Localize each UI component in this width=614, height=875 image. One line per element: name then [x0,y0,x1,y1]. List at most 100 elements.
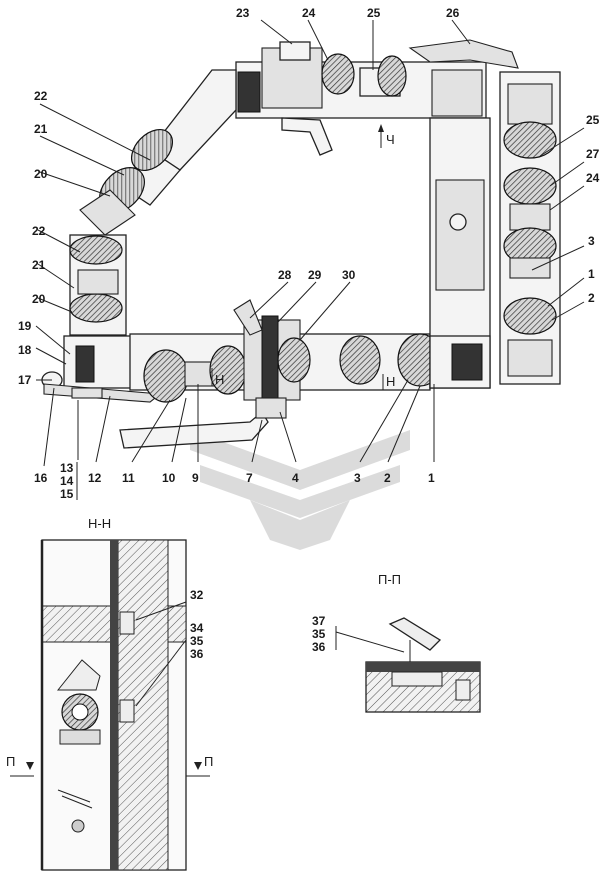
section-title-hh: Н-Н [88,516,111,531]
section-pp-lever [388,617,442,651]
label-11: 11 [122,471,135,485]
section-hh-roller-core [71,703,89,721]
leader-lines [35,19,585,467]
side-insert-3 [509,257,551,279]
side-block-bottom [507,339,553,377]
label-16: 16 [34,471,48,485]
left-insert-21 [77,269,119,295]
label-10: 10 [162,471,176,485]
side-insert-24 [509,203,551,231]
label-3-bottom: 3 [354,471,361,485]
label-24-top: 24 [302,6,316,20]
label-26: 26 [446,6,460,20]
part-29-bolt [261,315,279,407]
right-frame-panel [435,179,485,291]
label-27: 27 [586,147,600,161]
label-24-side: 24 [586,171,600,185]
label-20-upper: 20 [34,167,48,181]
part-23-cap [279,41,311,61]
label-23: 23 [236,6,250,20]
top-right-insert [431,69,483,117]
label-13: 13 [60,461,74,475]
section-pp-slot [391,671,443,687]
section-mark-h-left: Н [215,372,224,387]
label-32: 32 [190,588,204,602]
corner-insert [75,345,95,383]
parts-34-36-detail [119,699,135,723]
part-28-lever [233,299,263,336]
label-28: 28 [278,268,292,282]
gasket-20-left [69,293,123,323]
label-22-lower: 22 [32,224,46,238]
label-1-bottom: 1 [428,471,435,485]
main-plan-view [35,19,585,467]
label-1-side: 1 [588,267,595,281]
label-19: 19 [18,319,32,333]
label-35-hh: 35 [190,634,204,648]
section-title-pp: П-П [378,572,401,587]
top-handle [281,117,333,156]
part-7-handle [119,411,269,449]
top-left-insert [237,71,261,113]
label-15: 15 [60,487,74,501]
part-4-bracket [255,397,287,419]
label-12: 12 [88,471,102,485]
gasket-25-side [503,121,557,159]
label-37: 37 [312,614,326,628]
section-p-arrow-left [26,762,34,770]
parts-13-15-plate [71,387,103,399]
label-30: 30 [342,268,356,282]
side-block-top [507,83,553,125]
part-32-detail [119,611,135,635]
watermark-logo [190,430,410,550]
gasket-3-bottom [339,335,381,385]
label-9: 9 [192,471,199,485]
gasket-25-top [377,55,407,97]
label-29: 29 [308,268,322,282]
leader-32 [135,601,187,621]
label-14: 14 [60,474,74,488]
section-hh-cam [56,659,101,691]
bottom-right-insert [451,343,483,381]
label-4: 4 [292,471,299,485]
section-hh-screw [71,819,85,833]
part-labels: 23 24 25 26 22 21 20 22 21 20 19 18 17 1… [18,6,600,661]
diagonal-block-20 [79,189,136,236]
section-mark-p-left: П [6,754,15,769]
right-frame-screw [449,213,467,231]
label-25-side: 25 [586,113,600,127]
label-36-pp: 36 [312,640,326,654]
section-p-p-view [335,617,481,713]
label-17: 17 [18,373,32,387]
section-hh-spring [57,789,93,809]
label-35-pp: 35 [312,627,326,641]
gasket-22-upper [131,129,173,171]
label-2-side: 2 [588,291,595,305]
gasket-27-side [503,167,557,205]
label-34: 34 [190,621,204,635]
section-ch-arrow [378,124,384,132]
label-25-top: 25 [367,6,381,20]
gasket-22-left [69,235,123,265]
section-hh-strip [110,540,118,870]
section-pp-insert [455,679,471,701]
part-26-cover [408,39,519,69]
section-mark-ch: Ч [386,132,395,147]
label-18: 18 [18,343,32,357]
section-pp-top-strip [366,662,480,672]
section-mark-p-right: П [204,754,213,769]
section-hh-latch [59,729,101,745]
section-h-h-view [10,539,210,871]
bottom-left-corner [63,335,135,389]
section-p-arrow-right [194,762,202,770]
label-22-upper: 22 [34,89,48,103]
label-21-upper: 21 [34,122,48,136]
part-30-gasket [277,337,311,383]
label-3-side: 3 [588,234,595,248]
gasket-10 [143,349,189,403]
label-2-bottom: 2 [384,471,391,485]
section-labels: Н-Н П-П Ч Н Н П П [6,132,401,769]
label-36-hh: 36 [190,647,204,661]
